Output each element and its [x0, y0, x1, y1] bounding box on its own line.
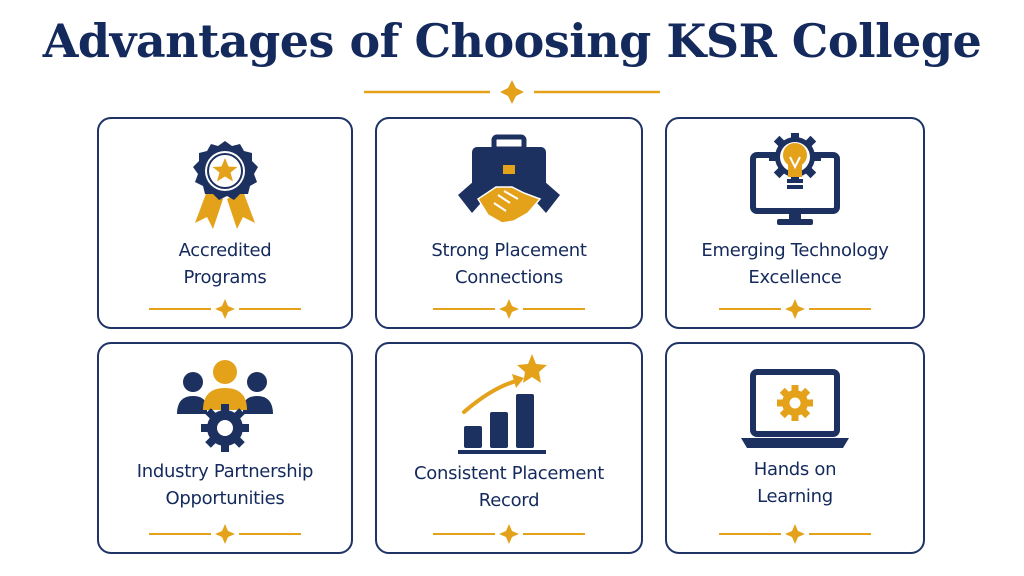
card-industry-partnership: Industry Partnership Opportunities: [97, 342, 353, 554]
card-label-line1: Industry Partnership: [136, 461, 314, 482]
card-label-line2: Learning: [757, 486, 833, 507]
sparkle-icon: [500, 80, 524, 104]
card-label-line2: Connections: [455, 267, 563, 288]
sparkle-icon: [785, 524, 805, 544]
card-divider: [433, 299, 585, 319]
sparkle-icon: [215, 299, 235, 319]
monitor-lightbulb-gear-icon: [750, 133, 840, 225]
sparkle-icon: [215, 524, 235, 544]
title-divider: [364, 80, 660, 104]
card-strong-placement: Strong Placement Connections: [375, 117, 643, 329]
card-label-line1: Strong Placement: [431, 240, 587, 261]
card-label-line2: Programs: [183, 267, 267, 288]
card-hands-on-learning: Hands on Learning: [665, 342, 925, 554]
team-gear-icon: [177, 360, 273, 452]
briefcase-handshake-icon: [458, 134, 560, 224]
card-consistent-placement: Consistent Placement Record: [375, 342, 643, 554]
sparkle-icon: [499, 299, 519, 319]
card-label-line2: Record: [478, 490, 540, 511]
card-divider: [719, 299, 871, 319]
card-divider: [149, 524, 301, 544]
card-label-line1: Emerging Technology: [701, 240, 889, 261]
card-label-line2: Excellence: [748, 267, 842, 288]
growth-chart-star-icon: [458, 354, 547, 454]
sparkle-icon: [499, 524, 519, 544]
card-divider: [149, 299, 301, 319]
sparkle-icon: [785, 299, 805, 319]
card-divider: [433, 524, 585, 544]
page-title: Advantages of Choosing KSR College: [42, 14, 982, 68]
card-label-line1: Accredited: [178, 240, 272, 261]
card-label-line1: Consistent Placement: [414, 463, 604, 484]
card-label-line2: Opportunities: [165, 488, 285, 509]
award-ribbon-icon: [193, 141, 258, 229]
laptop-gear-icon: [741, 369, 849, 448]
card-label-line1: Hands on: [753, 459, 837, 480]
card-emerging-technology: Emerging Technology Excellence: [665, 117, 925, 329]
card-divider: [719, 524, 871, 544]
card-accredited-programs: Accredited Programs: [97, 117, 353, 329]
